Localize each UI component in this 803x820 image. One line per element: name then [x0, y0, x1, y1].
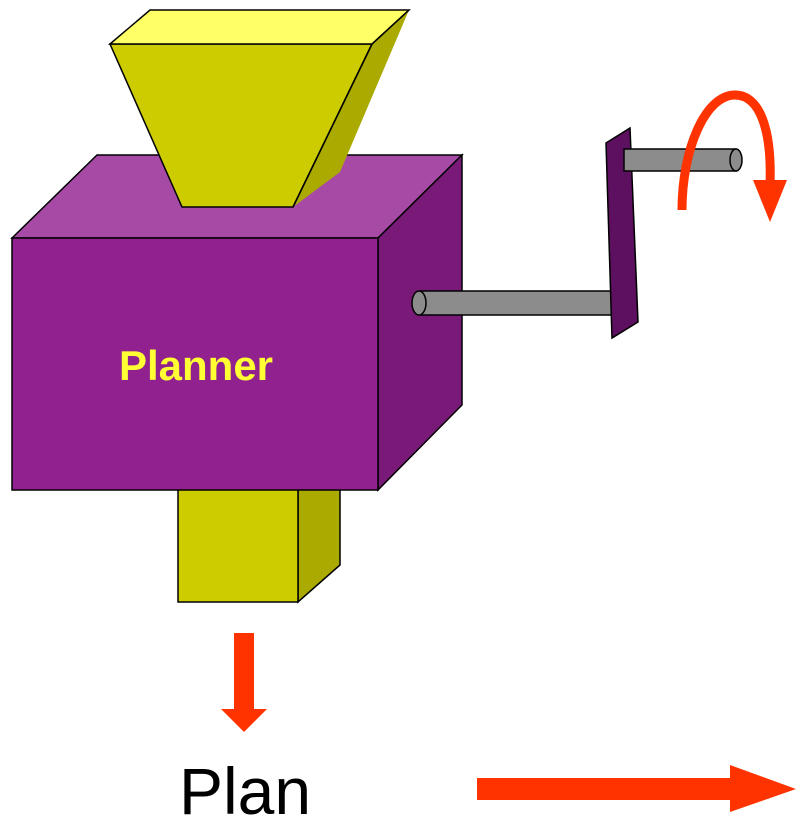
forward-arrow-shaft	[477, 778, 739, 800]
forward-arrow	[477, 765, 796, 812]
crank-shaft	[417, 290, 615, 316]
output-down-arrow-head	[221, 709, 267, 732]
crank-grip	[623, 148, 737, 172]
planner-box-front	[11, 237, 379, 491]
output-down-arrow	[221, 633, 267, 732]
forward-arrow-head	[730, 765, 796, 812]
rotation-arrow-arc	[677, 90, 775, 211]
crank-grip-end	[729, 148, 743, 172]
rotation-arrow	[677, 90, 787, 222]
planner-label: Planner	[119, 342, 273, 389]
planner-box: Planner	[10, 153, 464, 492]
output-chute	[177, 453, 341, 604]
input-hopper-side	[293, 10, 409, 207]
output-chute-front	[177, 487, 299, 603]
rotation-arrow-head	[753, 180, 787, 222]
crank-shaft-end	[411, 290, 427, 316]
input-hopper-rim	[107, 9, 411, 45]
crank	[411, 126, 743, 340]
output-down-arrow-shaft	[234, 633, 254, 709]
crank-handle	[605, 126, 639, 340]
plan-label: Plan	[179, 754, 311, 820]
input-hopper	[107, 9, 411, 208]
